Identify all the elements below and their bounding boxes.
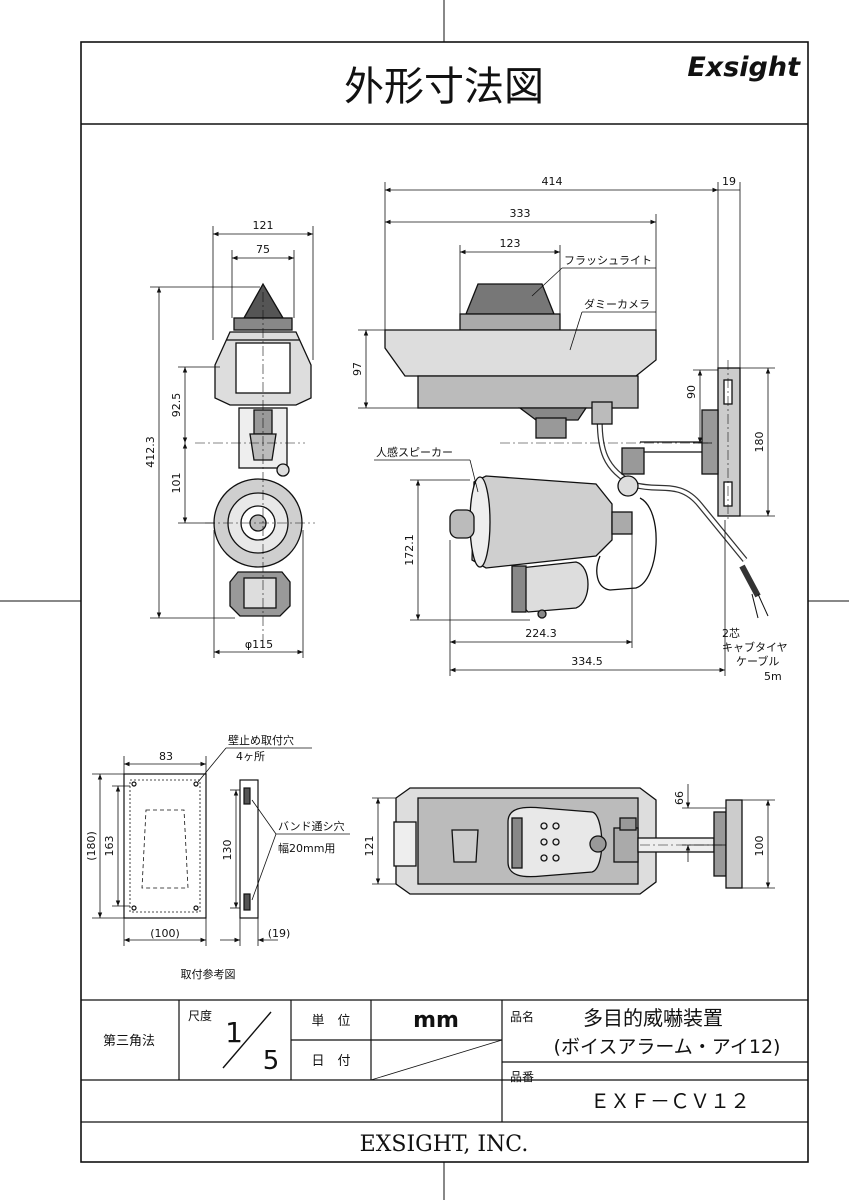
company-name: EXSIGHT, INC.: [360, 1132, 529, 1157]
dim-top-66: 66: [673, 791, 686, 805]
label-cable-2: キャブタイヤ: [722, 640, 788, 654]
dim-mount-180: (180): [85, 831, 98, 861]
dim-mount-130: 130: [221, 840, 234, 861]
dim-side-334: 334.5: [571, 655, 603, 668]
dim-side-333: 333: [510, 207, 531, 220]
dim-front-75: 75: [256, 243, 270, 256]
unit-label: 単 位: [311, 1013, 350, 1029]
product-name-1: 多目的威嚇装置: [583, 1006, 723, 1030]
page-title: 外形寸法図: [344, 64, 544, 110]
dim-side-180: 180: [753, 432, 766, 453]
dim-front-121: 121: [253, 219, 274, 232]
scale-numerator: 1: [225, 1016, 243, 1049]
part-label: 品番: [510, 1070, 534, 1084]
label-cable-1: 2芯: [722, 626, 740, 640]
dim-front-412: 412.3: [144, 436, 157, 468]
label-mount-holes-1: 壁止め取付穴: [228, 733, 294, 747]
title-block: [81, 999, 808, 1123]
sheet-border: [80, 41, 809, 1163]
label-band-hole-1: バンド通シ穴: [278, 819, 345, 833]
dim-side-224: 224.3: [525, 627, 557, 640]
date-label: 日 付: [311, 1054, 350, 1069]
scale-denominator: 5: [263, 1046, 280, 1076]
label-band-hole-2: 幅20mm用: [278, 842, 335, 855]
product-label: 品名: [510, 1009, 534, 1024]
dim-mount-83: 83: [159, 750, 173, 763]
dim-front-92: 92.5: [170, 393, 183, 418]
label-flash-light: フラッシュライト: [564, 254, 652, 267]
dim-side-97: 97: [351, 362, 364, 376]
label-cable-3: ケーブル: [736, 654, 779, 668]
mount-reference-dims: [92, 747, 350, 946]
scale-label: 尺度: [188, 1008, 212, 1023]
label-speaker: 人感スピーカー: [376, 446, 453, 459]
top-view: [393, 787, 743, 895]
label-mount-holes-2: 4ヶ所: [236, 750, 265, 763]
mount-caption: 取付参考図: [181, 967, 236, 981]
dim-side-414: 414: [542, 175, 563, 188]
dim-side-172: 172.1: [403, 534, 416, 566]
dim-mount-19: (19): [268, 927, 291, 940]
label-dummy-camera: ダミーカメラ: [584, 297, 650, 311]
projection-method: 第三角法: [103, 1034, 155, 1049]
dim-top-100: 100: [753, 836, 766, 857]
label-cable-4: 5m: [764, 670, 782, 683]
dim-mount-100: (100): [150, 927, 180, 940]
side-view: [384, 283, 769, 619]
front-view-dims: [150, 226, 314, 658]
dim-side-19: 19: [722, 175, 736, 188]
part-number: ＥＸＦ－ＣＶ１２: [590, 1089, 750, 1113]
dim-top-121: 121: [363, 836, 376, 857]
dim-mount-163: 163: [103, 836, 116, 857]
product-name-2: (ボイスアラーム・アイ12): [554, 1036, 781, 1058]
mount-reference: [123, 773, 259, 919]
side-view-dims: [358, 182, 775, 676]
unit-value: mm: [413, 1008, 459, 1033]
dim-side-123: 123: [500, 237, 521, 250]
dim-front-101: 101: [170, 473, 183, 494]
front-view: [195, 282, 315, 640]
top-view-dims: [372, 784, 775, 889]
dim-side-90: 90: [685, 385, 698, 399]
dim-front-115: φ115: [245, 638, 273, 651]
brand-logo: Exsight: [687, 52, 801, 83]
